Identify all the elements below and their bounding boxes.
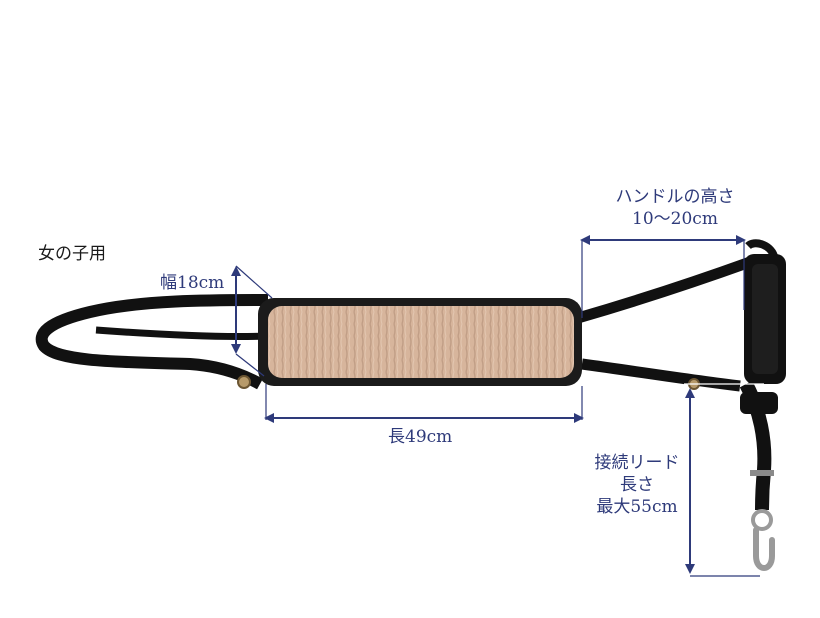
snap-hook <box>753 527 775 571</box>
connecting-lead <box>739 380 778 571</box>
lead-length-line2: 長さ <box>620 475 654 495</box>
snap-hook-ring <box>751 509 773 531</box>
handle-height-label: ハンドルの高さ 10～20cm <box>600 186 750 230</box>
width-label: 幅18cm <box>160 273 225 293</box>
handle-height-line1: ハンドルの高さ <box>615 187 735 207</box>
handle <box>744 239 786 384</box>
length-label: 長49cm <box>388 427 453 447</box>
caption-label: 女の子用 <box>38 244 106 264</box>
length-dimension-line <box>264 384 584 423</box>
dimension-lines <box>231 235 764 577</box>
handle-height-dimension-line <box>580 235 746 318</box>
lead-length-line1: 接続リード <box>594 453 680 473</box>
lead-length-label: 接続リード 長さ 最大55cm <box>584 452 690 518</box>
left-strap-ring <box>237 375 251 389</box>
main-pad <box>258 298 582 386</box>
right-straps <box>576 256 752 392</box>
width-dimension-line <box>231 265 273 377</box>
lead-length-dimension-line <box>684 383 764 577</box>
lead-length-line3: 最大55cm <box>596 497 678 517</box>
left-loop-strap <box>35 294 269 390</box>
handle-height-line2: 10～20cm <box>632 209 718 229</box>
